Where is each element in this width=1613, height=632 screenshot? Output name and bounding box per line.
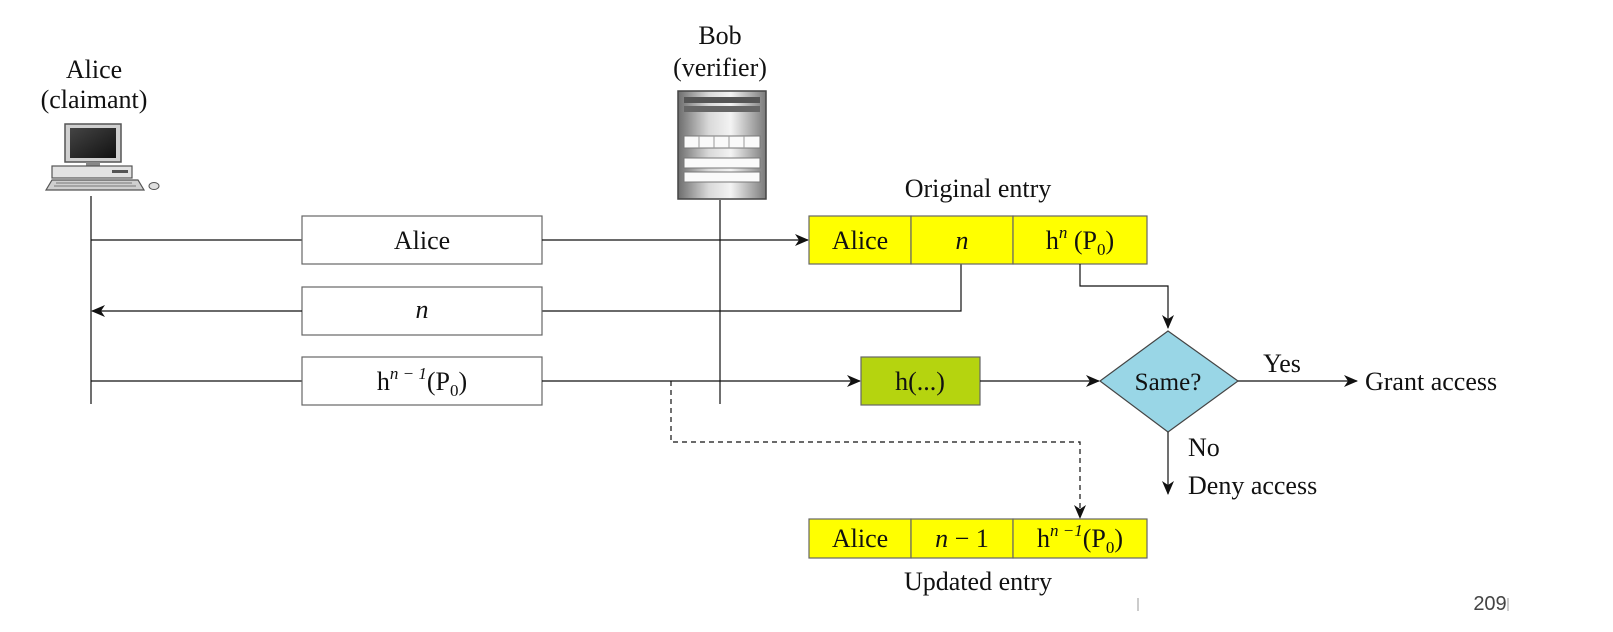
page-number: 209 [1473,593,1506,615]
updated-entry-counter: n − 1 [935,524,989,553]
updated-entry-record [808,518,1148,559]
msg3-label: hn − 1(P0) [377,364,467,400]
compare-label: Same? [1135,369,1202,396]
grant-access-label: Grant access [1365,367,1497,396]
deny-access-label: Deny access [1188,471,1317,500]
original-entry-hash: hn (P0) [1046,223,1114,259]
updated-entry-title: Updated entry [904,567,1052,596]
no-label: No [1188,433,1220,462]
updated-entry-hash: hn −1(P0) [1037,521,1123,557]
updated-entry-name: Alice [832,524,888,553]
msg2-box [301,286,543,336]
original-entry-record [808,215,1148,265]
desktop-computer-icon [44,123,160,191]
original-entry-title: Original entry [905,174,1052,203]
hash-function-box [860,356,981,406]
update-dashed-line [670,381,1086,519]
original-entry-counter: n [956,226,969,255]
stored-hash-to-compare [1079,264,1174,329]
alice-role: (claimant) [41,85,148,114]
hash-function-label: h(...) [895,367,945,396]
bob-role: (verifier) [673,53,767,82]
msg2-line-from-entry [542,264,962,312]
msg1-label: Alice [394,226,450,255]
msg1-box [301,215,543,265]
yes-label: Yes [1263,349,1301,378]
msg3-box [301,356,543,406]
original-entry-name: Alice [832,226,888,255]
server-tower-icon [677,90,767,200]
bob-name: Bob [698,21,741,50]
alice-name: Alice [66,55,122,84]
msg2-label: n [416,295,429,324]
